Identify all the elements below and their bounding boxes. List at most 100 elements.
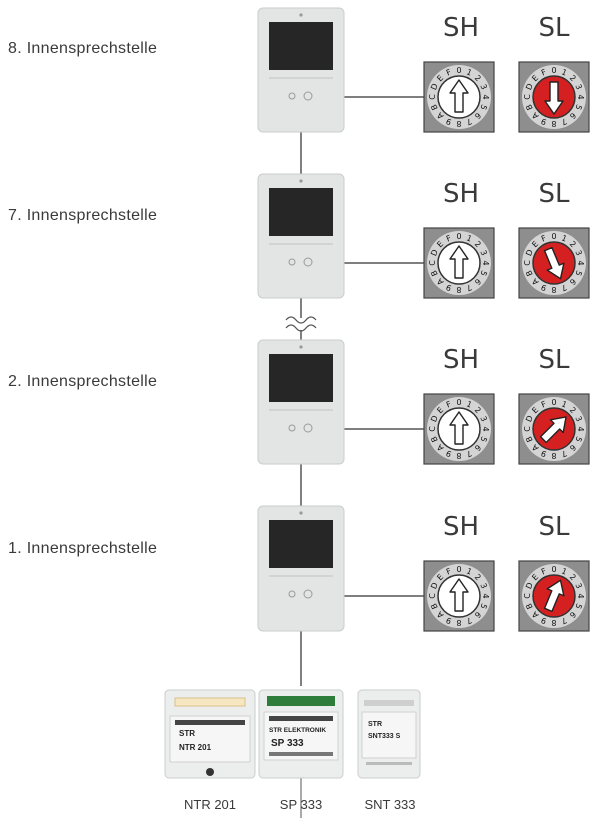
device-label-snt333: SNT 333 <box>364 797 416 812</box>
dial-digit: 0 <box>456 398 461 407</box>
dial-digit: F <box>540 566 548 576</box>
call-button-icon <box>288 424 296 432</box>
snt333-print-model: SNT333 S <box>368 733 401 740</box>
screen <box>269 520 333 568</box>
dial-digit: 2 <box>473 73 483 83</box>
dial-digit: D <box>429 248 440 257</box>
station-label-7: 7. Innensprechstelle <box>8 207 158 224</box>
dial-digit: 9 <box>540 448 548 458</box>
dial-digit: 2 <box>568 572 578 582</box>
arrow-up-icon <box>449 578 469 612</box>
sh-title-station-7: SH <box>442 179 480 209</box>
dial-digit: D <box>524 414 535 423</box>
dial-digit: 6 <box>473 610 483 620</box>
dial-digit: 6 <box>473 111 483 121</box>
dial-digit: 5 <box>478 602 488 610</box>
station-label-2: 2. Innensprechstelle <box>8 373 158 390</box>
dial-digit: 2 <box>473 572 483 582</box>
arrow-up-icon <box>449 411 469 445</box>
dial-digit: F <box>445 566 453 576</box>
dial-digit: 8 <box>551 618 556 627</box>
arrow-up-icon <box>449 245 469 279</box>
dial-digit: E <box>530 572 540 582</box>
dial-digit: 4 <box>481 94 490 99</box>
dial-digit: 6 <box>473 443 483 453</box>
device-ntr201: STR NTR 201 <box>164 689 256 779</box>
snt333-print-brand: STR <box>368 721 382 728</box>
dial-digit: 3 <box>478 582 488 590</box>
dial-digit: 6 <box>568 443 578 453</box>
dial-digit: 1 <box>560 67 568 77</box>
dial-digit: 5 <box>573 269 583 277</box>
arrow-up-icon <box>449 79 469 113</box>
dial-digit: A <box>530 276 541 287</box>
dial-digit: 8 <box>456 451 461 460</box>
dial-digit: 2 <box>568 405 578 415</box>
dial-digit: 3 <box>573 415 583 423</box>
indoor-station-2 <box>257 339 345 465</box>
dial-digit: E <box>435 405 445 415</box>
dial-digit: 2 <box>473 405 483 415</box>
dial-digit: F <box>540 233 548 243</box>
dial-digit: 3 <box>478 249 488 257</box>
dial-digit: 2 <box>473 239 483 249</box>
call-button-icon <box>288 590 296 598</box>
dial-digit: E <box>530 239 540 249</box>
device-snt333: STR SNT333 S <box>357 689 421 779</box>
station-label-1: 1. Innensprechstelle <box>8 540 158 557</box>
dial-digit: F <box>445 399 453 409</box>
sp333-print-brand: STR ELEKTRONIK <box>269 727 326 734</box>
dial-digit: C <box>523 260 532 266</box>
dial-digit: F <box>445 67 453 77</box>
dial-digit: 5 <box>573 602 583 610</box>
dial-digit: 9 <box>445 448 453 458</box>
dial-digit: 7 <box>560 116 568 126</box>
dial-digit: A <box>530 442 541 453</box>
ntr201-print-brand: STR <box>179 729 195 738</box>
dial-digit: 7 <box>560 448 568 458</box>
dial-digit: 4 <box>576 426 585 431</box>
dial-digit: B <box>429 602 439 611</box>
device-sp333: STR ELEKTRONIK SP 333 <box>258 689 344 779</box>
dial-digit: 5 <box>573 435 583 443</box>
screen <box>269 354 333 402</box>
dial-digit: 5 <box>478 435 488 443</box>
dial-digit: B <box>524 103 534 112</box>
dial-digit: 5 <box>478 269 488 277</box>
dial-digit: 4 <box>481 426 490 431</box>
dial-digit: 7 <box>465 615 473 625</box>
dial-digit: 7 <box>560 282 568 292</box>
dial-digit: C <box>428 94 437 100</box>
dial-digit: E <box>435 73 445 83</box>
sl-title-station-7: SL <box>538 179 570 209</box>
arrow-up-icon <box>543 246 565 280</box>
dial-digit: D <box>429 581 440 590</box>
sh-title-station-8: SH <box>442 13 480 43</box>
sh-title-station-1: SH <box>442 512 480 542</box>
dial-digit: 1 <box>465 399 473 409</box>
dial-digit: 3 <box>573 83 583 91</box>
dial-digit: A <box>435 276 446 287</box>
dial-digit: 9 <box>540 116 548 126</box>
dial-digit: E <box>435 239 445 249</box>
dial-digit: 4 <box>576 260 585 265</box>
dial-digit: 3 <box>573 582 583 590</box>
dial-digit: F <box>445 233 453 243</box>
dial-digit: F <box>540 67 548 77</box>
dial-digit: 6 <box>568 111 578 121</box>
dial-digit: 4 <box>576 593 585 598</box>
dial-digit: 4 <box>481 260 490 265</box>
dial-digit: 0 <box>456 565 461 574</box>
dial-digit: C <box>523 94 532 100</box>
arrow-up-icon <box>544 81 564 115</box>
dial-digit: 9 <box>445 116 453 126</box>
device-label-sp333: SP 333 <box>279 797 323 812</box>
dial-digit: 3 <box>478 83 488 91</box>
dial-digit: 6 <box>473 277 483 287</box>
door-button-icon <box>303 91 313 101</box>
